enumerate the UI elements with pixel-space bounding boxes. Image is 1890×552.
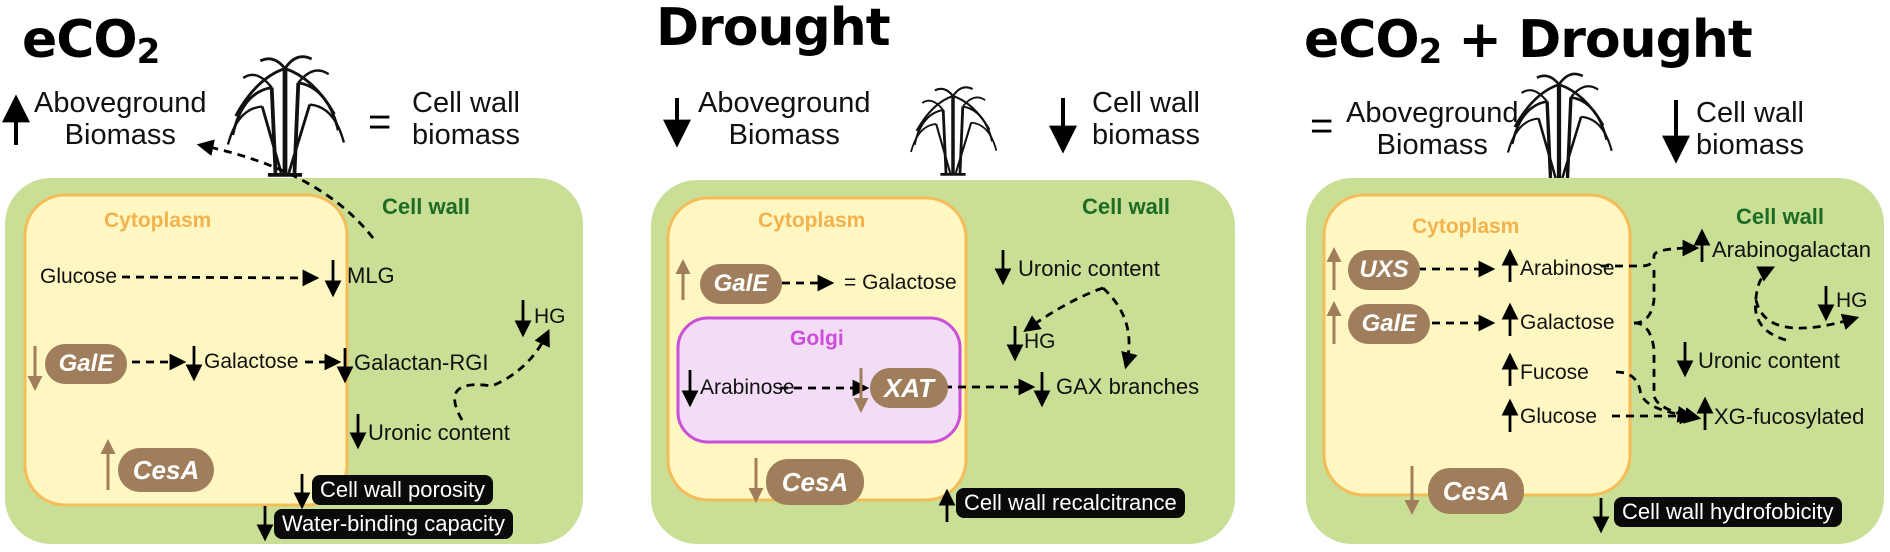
gene-gale: GalE — [1348, 304, 1430, 344]
panel-title: eCO2 — [22, 10, 160, 72]
cell-wall-biomass-label: Cell wall biomass — [1092, 87, 1200, 151]
panel-title: Drought — [656, 0, 891, 58]
aboveground-biomass-label: Aboveground Biomass — [698, 87, 871, 151]
cell-wall-biomass-label: Cell wall biomass — [412, 87, 520, 151]
label-arabinose: Arabinose — [700, 376, 795, 399]
cell-wall-label: Cell wall — [1736, 204, 1825, 229]
label-uronic-content: Uronic content — [1698, 348, 1840, 373]
gene-xat: XAT — [870, 368, 948, 408]
label-hg: HG — [534, 305, 566, 328]
gene-cesa: CesA — [766, 459, 864, 505]
callout-water-binding-capacity: Water-binding capacity — [274, 509, 513, 540]
panel-title: eCO2 + Drought — [1304, 10, 1753, 72]
cytoplasm-label: Cytoplasm — [758, 209, 866, 232]
arrow-uronic-to-hg — [1023, 286, 1104, 332]
golgi-box — [676, 316, 962, 444]
aboveground-biomass-label: Aboveground Biomass — [1346, 97, 1519, 161]
arrow-fucose-to-xg — [1615, 370, 1695, 423]
label-galactose: Galactose — [1520, 311, 1615, 334]
arrow-arabinose-to-arabinogalactan — [1601, 239, 1700, 268]
arrow-galactose-to-xg — [1633, 321, 1702, 424]
golgi-label: Golgi — [790, 327, 844, 350]
label-glucose: Glucose — [1520, 405, 1598, 428]
equal-symbol: = — [368, 100, 392, 144]
aboveground-biomass-label: Aboveground Biomass — [34, 87, 207, 151]
label-galactose: = Galactose — [844, 271, 957, 294]
arrow-uronic-to-hg — [453, 328, 550, 421]
cytoplasm-label: Cytoplasm — [1412, 215, 1520, 238]
label-arabinogalactan: Arabinogalactan — [1712, 237, 1872, 262]
panel-drought: Drought Aboveground Biomass Cell wall bi… — [648, 0, 1278, 552]
cytoplasm-box — [1322, 193, 1632, 497]
panel-eco2-drought-graphics — [1306, 0, 1884, 544]
label-uronic-content: Uronic content — [1018, 256, 1160, 281]
arrow-uronic-to-gax — [1102, 286, 1138, 370]
label-hg: HG — [1024, 330, 1056, 353]
callout-cell-wall-recalcitrance: Cell wall recalcitrance — [956, 488, 1185, 519]
panel-eco2-drought: eCO2 + Drought = Aboveground Biomass Cel… — [1296, 0, 1890, 552]
cell-wall-label: Cell wall — [382, 194, 471, 219]
cell-wall-label: Cell wall — [1082, 194, 1171, 219]
label-fucose: Fucose — [1520, 361, 1589, 384]
label-mlg: MLG — [347, 263, 395, 288]
label-galactan-rgi: Galactan-RGI — [354, 350, 489, 375]
callout-cell-wall-hydrofobicity: Cell wall hydrofobicity — [1614, 497, 1842, 528]
gene-gale: GalE — [700, 264, 782, 304]
cytoplasm-box — [23, 193, 349, 507]
arrow-mlg-to-biomass — [196, 139, 375, 239]
arrow-hg-to-arabinogalactan — [1753, 266, 1787, 342]
plant-icon — [909, 85, 999, 177]
label-galactose: Galactose — [204, 350, 299, 373]
label-glucose: Glucose — [40, 265, 118, 288]
arrow-to-hg — [1754, 299, 1860, 330]
cell-wall-biomass-label: Cell wall biomass — [1696, 97, 1804, 161]
callout-cell-wall-porosity: Cell wall porosity — [312, 475, 494, 506]
label-gax-branches: GAX branches — [1056, 374, 1200, 399]
gene-gale: GalE — [45, 344, 127, 384]
gene-cesa: CesA — [118, 448, 214, 492]
panel-eco2: eCO2 Aboveground Biomass = Cell wall bio… — [0, 0, 630, 552]
plant-icon — [228, 57, 344, 175]
label-hg: HG — [1836, 289, 1868, 312]
plant-icon — [1508, 74, 1612, 180]
gene-cesa: CesA — [1428, 468, 1524, 514]
arrow-glucose-to-mlg — [121, 269, 320, 287]
label-uronic-content: Uronic content — [368, 420, 510, 445]
label-xg-fucosylated: XG-fucosylated — [1714, 404, 1865, 429]
equal-symbol: = — [1310, 104, 1334, 148]
gene-uxs: UXS — [1348, 250, 1420, 290]
cytoplasm-label: Cytoplasm — [104, 209, 212, 232]
label-arabinose: Arabinose — [1520, 257, 1615, 280]
